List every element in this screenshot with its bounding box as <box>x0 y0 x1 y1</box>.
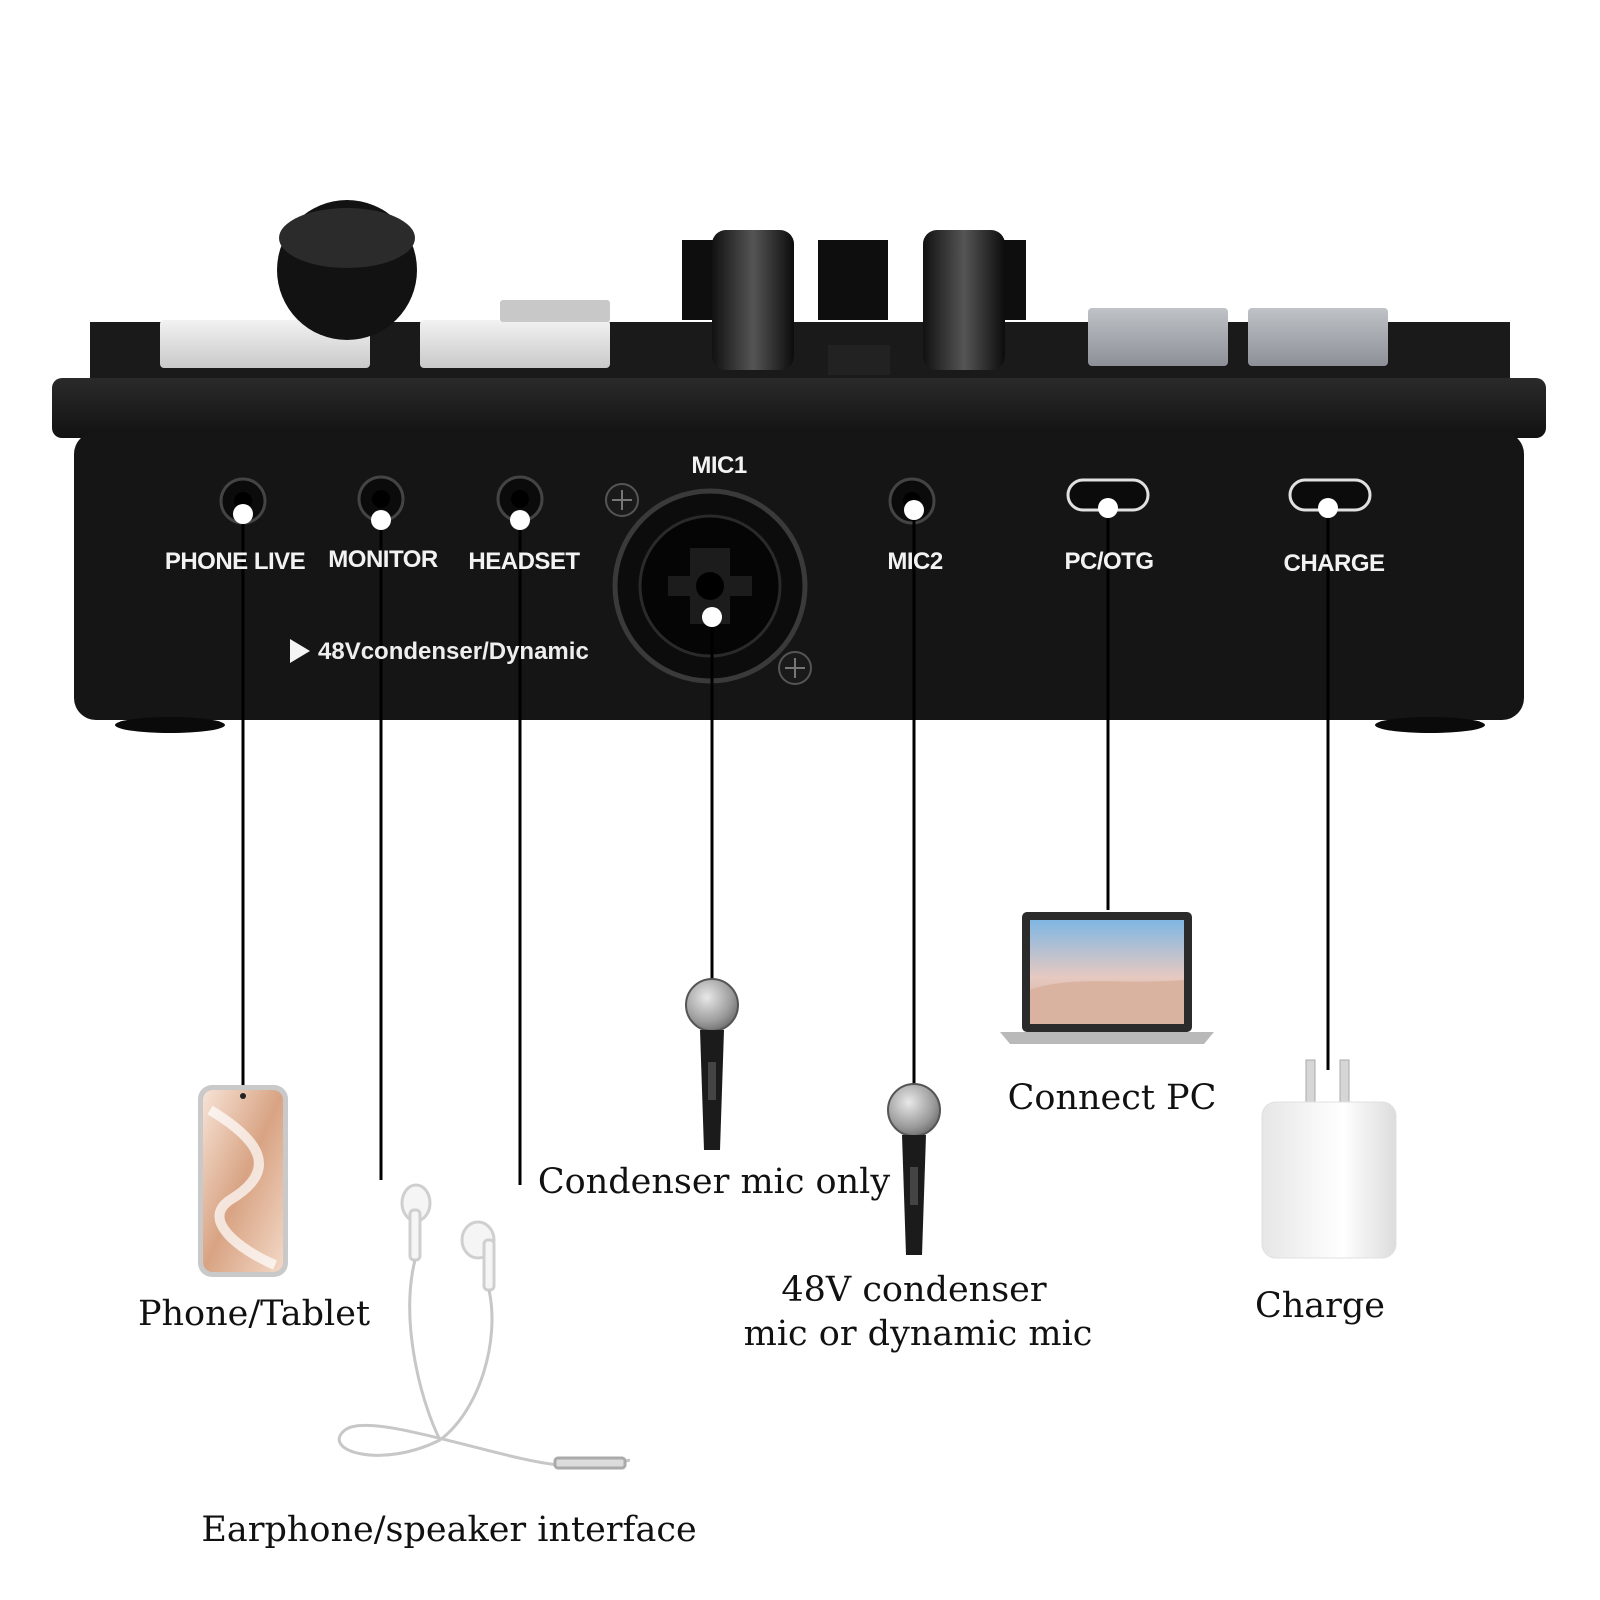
port-label-mic2: MIC2 <box>887 548 943 575</box>
gain-knob-1 <box>712 230 794 370</box>
caption-48v-line2: mic or dynamic mic <box>743 1314 1093 1354</box>
port-label-headset: HEADSET <box>468 548 580 575</box>
port-label-phone-live: PHONE LIVE <box>164 548 306 575</box>
caption-48v-line1: 48V condenser <box>781 1270 1047 1310</box>
charger-icon <box>1261 1059 1397 1259</box>
connection-dots <box>233 498 1338 627</box>
xlr-combo-jack <box>605 483 812 685</box>
caption-charge: Charge <box>1254 1286 1386 1326</box>
audio-mixer-device <box>52 378 1546 733</box>
laptop-icon <box>1000 912 1214 1044</box>
power-note: 48Vcondenser/Dynamic <box>290 638 589 666</box>
microphone-icon <box>685 978 739 1150</box>
gain-knob-2 <box>923 230 1005 370</box>
port-label-monitor: MONITOR <box>328 546 438 573</box>
screw-icon <box>778 651 812 685</box>
earphone-icon <box>337 1183 631 1470</box>
port-label-charge: CHARGE <box>1283 550 1385 577</box>
jack-headset <box>496 475 544 523</box>
microphone-icon <box>887 1083 941 1255</box>
caption-earphone: Earphone/speaker interface <box>201 1510 697 1550</box>
top-pad-4 <box>1248 308 1388 366</box>
connection-lines <box>241 508 1330 1185</box>
top-pad-3 <box>1088 308 1228 366</box>
caption-connect-pc: Connect PC <box>1007 1078 1217 1118</box>
device-lid <box>52 378 1546 438</box>
phone-tablet-icon <box>198 1085 288 1277</box>
top-pad-2 <box>420 320 610 368</box>
caption-phone-tablet: Phone/Tablet <box>137 1294 371 1334</box>
usb-c-ports <box>1066 478 1372 512</box>
port-label-pc-otg: PC/OTG <box>1064 548 1154 575</box>
screw-icon <box>605 483 639 517</box>
power-note-text: 48Vcondenser/Dynamic <box>318 638 589 665</box>
device-top-controls <box>90 200 1510 382</box>
caption-condenser-mic: Condenser mic only <box>537 1162 891 1202</box>
mic1-label: MIC1 <box>691 452 747 479</box>
play-triangle-icon <box>290 639 310 663</box>
